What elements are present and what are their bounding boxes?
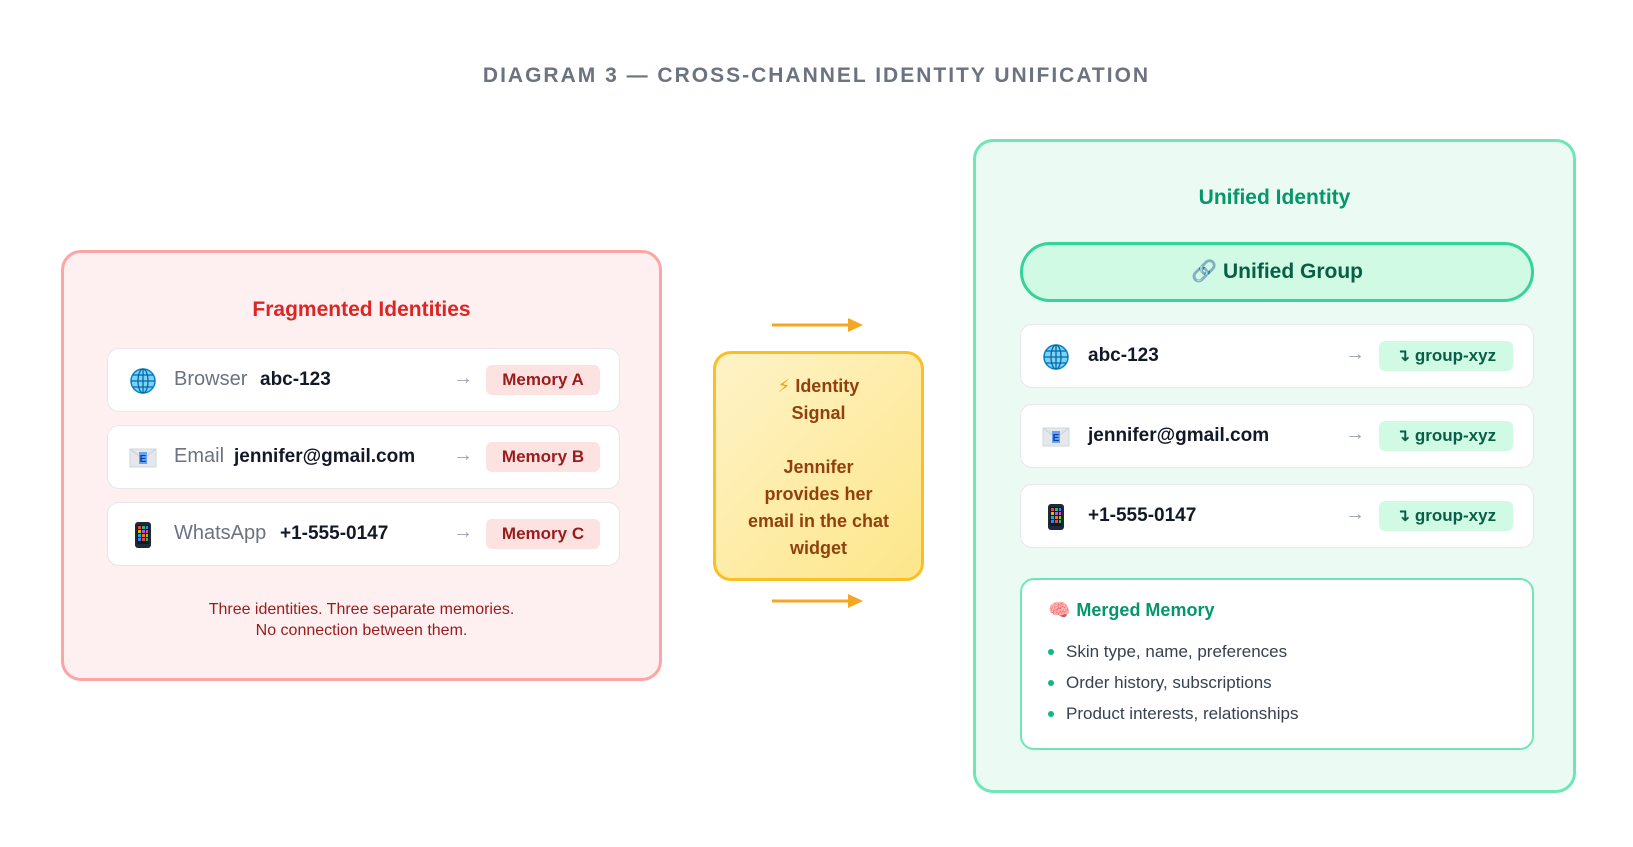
identity-value: abc-123 xyxy=(260,369,331,390)
svg-text:E: E xyxy=(1053,433,1060,444)
channel-label: Browser xyxy=(174,368,248,390)
memory-badge: Memory C xyxy=(486,519,600,549)
mobile-phone-icon xyxy=(1041,502,1071,532)
envelope-icon: E xyxy=(1041,422,1071,452)
group-badge: ↴ group-xyz xyxy=(1379,501,1513,531)
bullet-icon xyxy=(1048,648,1054,655)
list-item: Product interests, relationships xyxy=(1048,698,1298,729)
note-line: No connection between them. xyxy=(255,622,468,639)
unified-row-browser: abc-123 → ↴ group-xyz xyxy=(1020,324,1534,388)
identity-value: jennifer@gmail.com xyxy=(1088,425,1270,446)
identity-row-whatsapp: WhatsApp +1-555-0147 → Memory C xyxy=(107,502,620,566)
bullet-icon xyxy=(1048,710,1054,717)
globe-icon xyxy=(1041,342,1071,372)
svg-text:E: E xyxy=(140,454,147,465)
identity-value: +1-555-0147 xyxy=(1088,505,1197,526)
bullet-icon xyxy=(1048,679,1054,686)
identity-value: +1-555-0147 xyxy=(280,523,389,544)
group-label: Unified Group xyxy=(1223,260,1363,283)
merged-memory-box: 🧠 Merged Memory Skin type, name, prefere… xyxy=(1020,578,1534,750)
unified-row-email: E jennifer@gmail.com → ↴ group-xyz xyxy=(1020,404,1534,468)
signal-description: Jennifer provides her email in the chat … xyxy=(747,457,890,558)
unified-heading: Unified Identity xyxy=(1198,186,1351,209)
memory-badge: Memory B xyxy=(486,442,600,472)
unified-row-whatsapp: +1-555-0147 → ↴ group-xyz xyxy=(1020,484,1534,548)
lightning-icon: ⚡ xyxy=(777,376,791,396)
identity-row-browser: Browser abc-123 → Memory A xyxy=(107,348,620,412)
identity-value: jennifer@gmail.com xyxy=(234,446,416,467)
signal-title: ⚡ Identity Signal xyxy=(777,376,860,423)
list-item: Skin type, name, preferences xyxy=(1048,636,1298,667)
note-line: Three identities. Three separate memorie… xyxy=(208,601,515,618)
right-arrow-icon: → xyxy=(1345,423,1365,445)
right-arrow-icon: → xyxy=(1345,343,1365,365)
brain-icon: 🧠 xyxy=(1048,600,1071,620)
memory-badge: Memory A xyxy=(486,365,600,395)
channel-label: Email xyxy=(174,445,225,467)
group-badge: ↴ group-xyz xyxy=(1379,421,1513,451)
globe-icon xyxy=(128,366,158,396)
merged-memory-title: 🧠 Merged Memory xyxy=(1048,600,1215,620)
identity-value: abc-123 xyxy=(1088,345,1159,366)
right-arrow-icon: → xyxy=(1345,503,1365,525)
unified-identity-panel: Unified Identity 🔗 Unified Group abc-123… xyxy=(973,139,1576,793)
diagram-title: DIAGRAM 3 — CROSS-CHANNEL IDENTITY UNIFI… xyxy=(482,64,1151,87)
fragmented-identities-panel: Fragmented Identities Browser abc-123 → … xyxy=(61,250,662,681)
group-badge: ↴ group-xyz xyxy=(1379,341,1513,371)
mobile-phone-icon xyxy=(128,520,158,550)
right-arrow-icon: → xyxy=(453,521,473,543)
flow-arrow-bottom xyxy=(772,594,863,608)
fragmented-heading: Fragmented Identities xyxy=(252,298,471,321)
identity-signal-box: ⚡ Identity Signal Jennifer provides her … xyxy=(713,351,924,581)
channel-label: WhatsApp xyxy=(174,522,267,544)
right-arrow-icon: → xyxy=(453,444,473,466)
right-arrow-icon: → xyxy=(453,367,473,389)
flow-arrow-top xyxy=(772,318,863,332)
link-icon: 🔗 xyxy=(1191,260,1218,283)
merged-memory-list: Skin type, name, preferences Order histo… xyxy=(1048,636,1298,729)
fragmented-note: Three identities. Three separate memorie… xyxy=(64,599,659,641)
list-item: Order history, subscriptions xyxy=(1048,667,1298,698)
identity-row-email: E Email jennifer@gmail.com → Memory B xyxy=(107,425,620,489)
unified-group-pill: 🔗 Unified Group xyxy=(1020,242,1534,302)
envelope-icon: E xyxy=(128,443,158,473)
